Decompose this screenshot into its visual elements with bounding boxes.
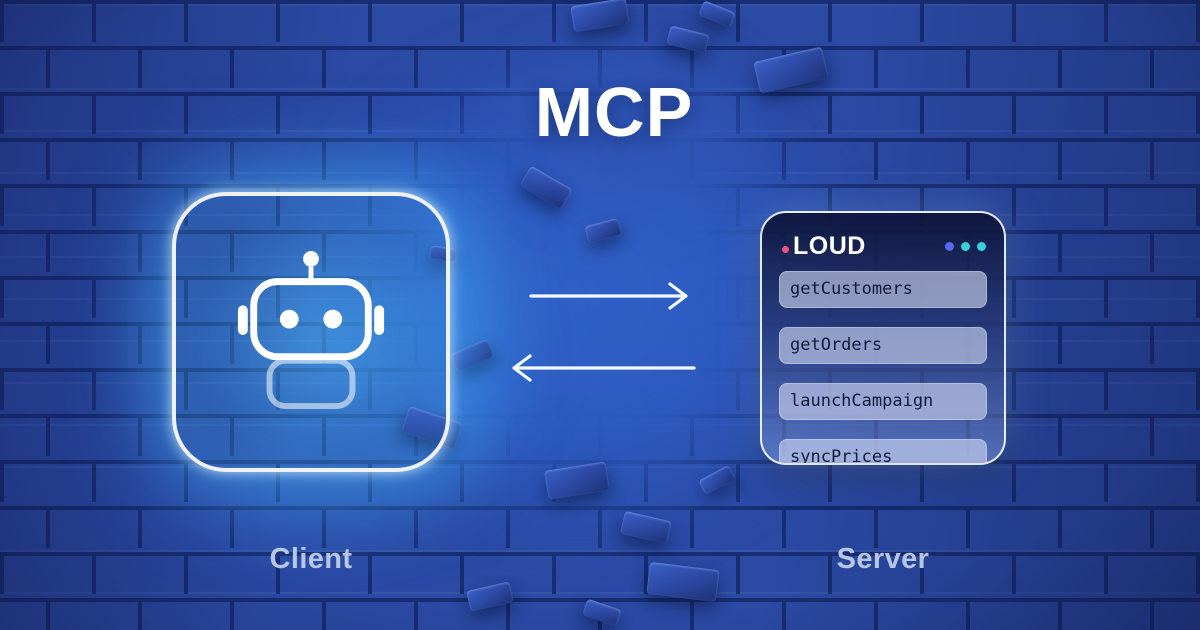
- brand-name: LOUD: [793, 232, 866, 260]
- window-dot-teal-icon: [977, 241, 986, 251]
- method-item: launchCampaign: [779, 383, 987, 420]
- server-label: Server: [836, 543, 930, 575]
- page-title: MCP: [534, 73, 694, 151]
- method-list: getCustomers getOrders launchCampaign sy…: [762, 271, 1004, 463]
- arrow-right-icon: [529, 282, 688, 310]
- arrow-left-icon: [512, 354, 696, 382]
- robot-icon: [237, 251, 385, 410]
- server-card: LOUD getCustomers getOrders launchCampai…: [760, 211, 1006, 465]
- server-card-header: LOUD: [762, 213, 1004, 271]
- brand-dot-icon: [782, 246, 789, 253]
- method-item: getCustomers: [779, 271, 987, 308]
- client-label: Client: [269, 543, 353, 575]
- window-dot-teal-icon: [961, 241, 970, 251]
- client-box: [172, 192, 450, 472]
- method-item: getOrders: [779, 327, 987, 364]
- request-response-arrows: [512, 282, 696, 382]
- window-dot-blue-icon: [945, 241, 954, 251]
- method-item-partial: syncPrices: [779, 439, 987, 463]
- window-dots-icon: [938, 241, 986, 251]
